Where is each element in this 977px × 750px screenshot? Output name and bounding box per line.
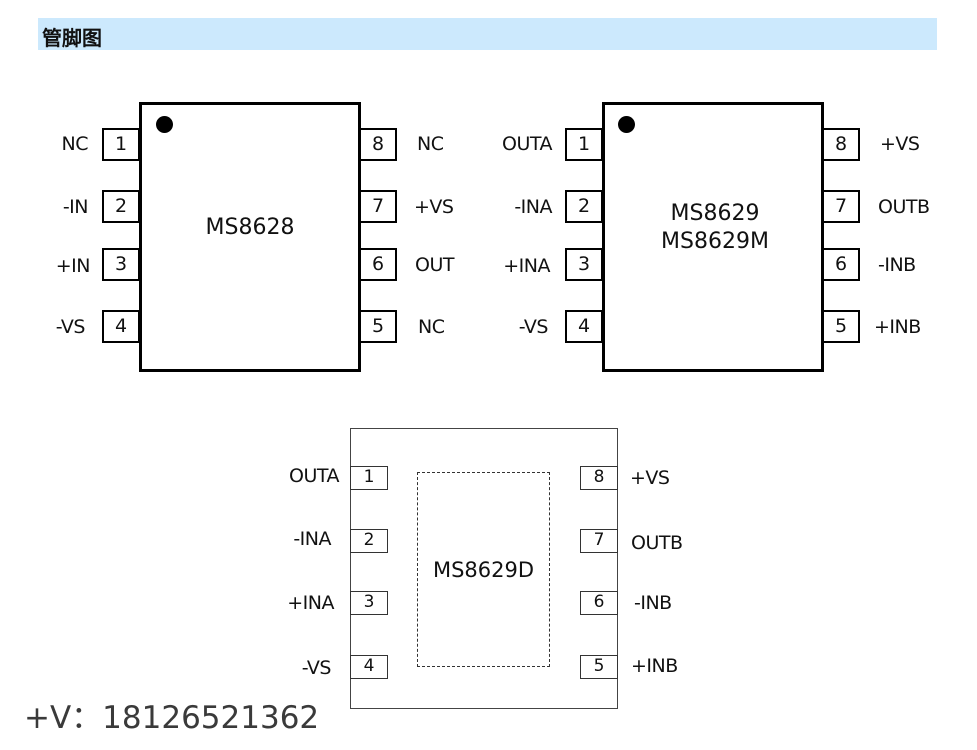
pin-label: OUTB: [631, 532, 683, 554]
pin-box: 3: [102, 248, 140, 281]
pin-label: +INB: [874, 316, 921, 338]
pin-box: 3: [350, 591, 388, 615]
pin-box: 4: [565, 310, 603, 343]
pin-label: +VS: [880, 133, 920, 155]
pin-box: 4: [350, 655, 388, 679]
pin-label: -VS: [55, 316, 86, 338]
pin-box: 3: [565, 248, 603, 281]
section-header: 管脚图: [38, 18, 937, 50]
pin-label: NC: [61, 133, 89, 155]
pin-box: 5: [580, 655, 618, 679]
pin-label: -VS: [518, 316, 549, 338]
pin-box: 8: [580, 466, 618, 490]
pin-label: NC: [418, 316, 445, 338]
chip-body: [350, 428, 618, 709]
pin-box: 7: [359, 190, 397, 223]
pin-label: -INA: [293, 528, 331, 550]
pin-label: +VS: [630, 467, 670, 489]
pin-box: 7: [580, 529, 618, 553]
chip-name: MS8629: [670, 201, 760, 226]
pin-box: 2: [102, 190, 140, 223]
pin-box: 8: [822, 128, 860, 161]
pin-label: OUT: [415, 254, 454, 276]
pin-box: 6: [822, 248, 860, 281]
pin-label: +INA: [503, 255, 550, 277]
chip-name: MS8629D: [432, 558, 535, 582]
pin-label: -INB: [634, 592, 672, 614]
pin-box: 5: [822, 310, 860, 343]
chip-body: [602, 102, 824, 372]
exposed-pad: [417, 472, 550, 667]
pin-label: +VS: [414, 196, 454, 218]
pin-box: 1: [565, 128, 603, 161]
pin-label: OUTA: [289, 465, 340, 487]
pin-label: +IN: [55, 255, 91, 277]
pin-label: +INA: [287, 592, 334, 614]
pin-label: OUTA: [502, 133, 553, 155]
chip-name: MS8628: [205, 215, 295, 240]
pin-box: 4: [102, 310, 140, 343]
pin-box: 6: [580, 591, 618, 615]
pin-box: 1: [102, 128, 140, 161]
pin-label: -INA: [514, 196, 552, 218]
chip-name-alt: MS8629M: [661, 229, 769, 254]
pin-label: +INB: [631, 655, 678, 677]
pin-box: 1: [350, 466, 388, 490]
pin1-marker-dot: [156, 116, 173, 133]
pin-label: OUTB: [878, 196, 930, 218]
pin-box: 6: [359, 248, 397, 281]
pin-label: -IN: [62, 196, 89, 218]
pin1-marker-dot: [618, 116, 635, 133]
pin-label: -INB: [878, 254, 916, 276]
contact-phone: +V：18126521362: [24, 700, 320, 736]
pin-box: 7: [822, 190, 860, 223]
pin-box: 8: [359, 128, 397, 161]
pin-box: 2: [565, 190, 603, 223]
pin-label: NC: [417, 133, 444, 155]
chip-body: [139, 102, 361, 372]
section-title: 管脚图: [42, 26, 102, 50]
pin-box: 2: [350, 529, 388, 553]
pin-box: 5: [359, 310, 397, 343]
pin-label: -VS: [301, 657, 332, 679]
